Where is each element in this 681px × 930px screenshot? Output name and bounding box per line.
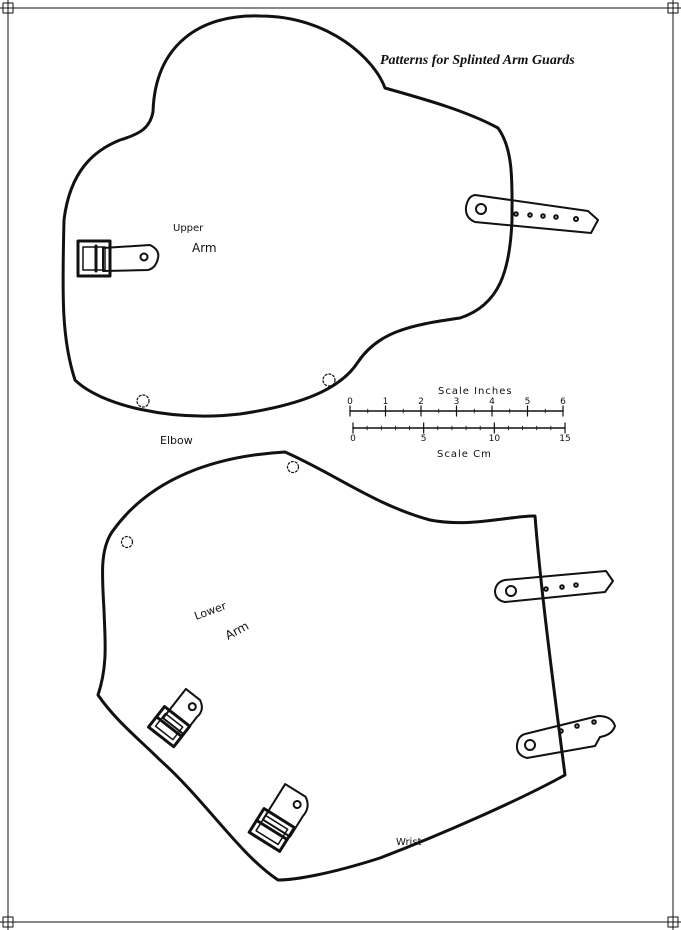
- cm-scale-tick-label: 0: [350, 434, 356, 444]
- inch-scale-tick-label: 4: [489, 397, 495, 407]
- lower-tongue-strap-top: [494, 570, 614, 603]
- wrist-label: Wrist: [396, 837, 422, 848]
- upper-tongue-strap: [464, 194, 599, 234]
- strap-hole: [574, 723, 580, 729]
- lower-arm-label-1: Lower: [193, 599, 229, 623]
- upper-buckle-strap: [76, 239, 160, 278]
- lacing-hole: [120, 535, 134, 549]
- lacing-hole: [286, 460, 300, 474]
- strap-hole: [527, 212, 533, 218]
- strap-hole: [591, 719, 597, 725]
- inch-scale-tick-label: 0: [347, 397, 353, 407]
- lower-arm-outline: [96, 450, 567, 882]
- inch-scale-tick-label: 2: [418, 397, 424, 407]
- strap-hole: [558, 728, 564, 734]
- lower-arm-label-2: Arm: [223, 619, 251, 643]
- strap-hole: [543, 586, 549, 592]
- cm-scale-label: Scale Cm: [437, 449, 492, 460]
- lacing-hole: [322, 373, 336, 387]
- page-border: [7, 7, 674, 923]
- page-title: Patterns for Splinted Arm Guards: [380, 53, 575, 68]
- lower-buckle-strap-2: [247, 783, 309, 853]
- upper-arm-outline: [61, 14, 514, 418]
- lower-buckle-strap-1: [146, 687, 203, 749]
- inch-scale: Scale Inches 0 1 2 3 4 5 6: [347, 386, 566, 417]
- rivet-icon: [524, 739, 536, 751]
- lower-tongue-strap-bottom: [515, 715, 616, 759]
- inch-scale-label: Scale Inches: [438, 386, 513, 397]
- inch-scale-tick-label: 1: [383, 397, 389, 407]
- upper-arm-label-2: Arm: [192, 241, 217, 255]
- rivet-icon: [475, 203, 487, 215]
- inch-scale-tick-label: 3: [454, 397, 460, 407]
- strap-hole: [573, 582, 579, 588]
- strap-hole: [513, 211, 519, 217]
- buckle-icon: [76, 239, 112, 278]
- strap-hole: [573, 216, 579, 222]
- cm-scale-tick-label: 10: [489, 434, 501, 444]
- rivet-icon: [139, 252, 149, 262]
- strap-hole: [559, 584, 565, 590]
- rivet-icon: [505, 585, 517, 597]
- cm-scale-tick-label: 15: [559, 434, 570, 444]
- strap-hole: [540, 213, 546, 219]
- cm-scale: 0 5 10 15 Scale Cm: [350, 422, 571, 460]
- cm-scale-tick-label: 5: [421, 434, 427, 444]
- strap-hole: [553, 214, 559, 220]
- upper-arm-label-1: Upper: [173, 223, 204, 234]
- inch-scale-tick-label: 6: [560, 397, 566, 407]
- elbow-label: Elbow: [160, 434, 193, 447]
- lacing-hole: [136, 394, 150, 408]
- inch-scale-tick-label: 5: [525, 397, 531, 407]
